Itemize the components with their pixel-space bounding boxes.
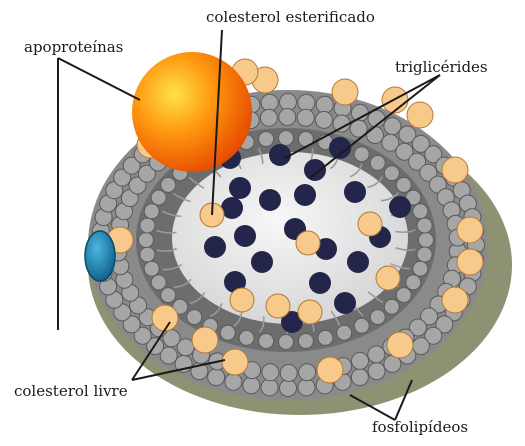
esterified-cholesterol: [298, 300, 322, 324]
triglyceride: [334, 292, 356, 314]
free-cholesterol: [192, 327, 218, 353]
phospholipid-head: [368, 363, 385, 380]
esterified-cholesterol: [376, 266, 400, 290]
phospholipid-head: [151, 190, 166, 205]
triglyceride: [204, 236, 226, 258]
phospholipid-head: [298, 334, 313, 349]
phospholipid-head: [417, 247, 432, 262]
triglyceride: [344, 181, 366, 203]
phospholipid-head: [352, 352, 369, 369]
apoprotein-large: [132, 52, 252, 172]
phospholipid-head: [259, 334, 274, 349]
phospholipid-head: [144, 204, 159, 219]
phospholipid-head: [297, 109, 314, 126]
phospholipid-head: [151, 275, 166, 290]
phospholipid-head: [354, 147, 369, 162]
phospholipid-head: [298, 379, 315, 396]
phospholipid-head: [260, 109, 277, 126]
label-fosfolipidios: fosfolipídeos: [372, 420, 468, 435]
free-cholesterol: [407, 102, 433, 128]
triglyceride: [251, 251, 273, 273]
free-cholesterol: [442, 157, 468, 183]
phospholipid-head: [144, 261, 159, 276]
phospholipid-head: [261, 94, 278, 111]
phospholipid-head: [140, 218, 155, 233]
phospholipid-head: [220, 325, 235, 340]
phospholipid-head: [261, 379, 278, 396]
phospholipid-head: [139, 233, 154, 248]
triglyceride: [304, 159, 326, 181]
free-cholesterol: [457, 249, 483, 275]
triglyceride: [389, 196, 411, 218]
triglyceride: [294, 184, 316, 206]
phospholipid-head: [315, 111, 332, 128]
phospholipid-head: [413, 261, 428, 276]
label-colesterol-esterificado: colesterol esterificado: [206, 10, 375, 25]
phospholipid-head: [337, 325, 352, 340]
triglyceride: [309, 272, 331, 294]
esterified-cholesterol: [230, 288, 254, 312]
phospholipid-head: [396, 288, 411, 303]
phospholipid-head: [140, 247, 155, 262]
esterified-cholesterol: [358, 212, 382, 236]
label-trigliceridos: triglicérides: [395, 60, 488, 75]
phospholipid-head: [368, 346, 385, 363]
free-cholesterol: [152, 305, 178, 331]
phospholipid-head: [318, 330, 333, 345]
esterified-cholesterol: [266, 294, 290, 318]
label-apoproteinas: apoproteínas: [24, 40, 123, 55]
phospholipid-head: [161, 177, 176, 192]
phospholipid-head: [384, 166, 399, 181]
triglyceride: [234, 225, 256, 247]
phospholipid-head: [417, 218, 432, 233]
phospholipid-head: [239, 330, 254, 345]
phospholipid-head: [354, 318, 369, 333]
phospholipid-head: [384, 299, 399, 314]
phospholipid-head: [351, 369, 368, 386]
free-cholesterol: [387, 332, 413, 358]
triglyceride: [229, 177, 251, 199]
phospholipid-head: [208, 369, 225, 386]
phospholipid-head: [279, 109, 296, 126]
phospholipid-head: [396, 177, 411, 192]
phospholipid-head: [367, 127, 384, 144]
phospholipid-head: [187, 310, 202, 325]
apoprotein-small: [85, 231, 115, 281]
phospholipid-head: [259, 132, 274, 147]
phospholipid-head: [370, 310, 385, 325]
triglyceride: [347, 251, 369, 273]
free-cholesterol: [332, 79, 358, 105]
phospholipid-head: [280, 94, 297, 111]
free-cholesterol: [442, 287, 468, 313]
phospholipid-head: [406, 275, 421, 290]
phospholipid-head: [280, 380, 297, 397]
label-colesterol-livre: colesterol livre: [14, 384, 128, 399]
phospholipid-head: [279, 335, 294, 350]
phospholipid-head: [298, 94, 315, 111]
esterified-cholesterol: [296, 231, 320, 255]
triglyceride: [259, 189, 281, 211]
phospholipid-head: [299, 364, 316, 381]
phospholipid-head: [280, 365, 297, 382]
phospholipid-head: [419, 233, 434, 248]
free-cholesterol: [222, 349, 248, 375]
free-cholesterol: [457, 217, 483, 243]
phospholipid-head: [413, 204, 428, 219]
phospholipid-head: [243, 377, 260, 394]
phospholipid-head: [279, 131, 294, 146]
phospholipid-head: [370, 155, 385, 170]
phospholipid-head: [225, 373, 242, 390]
phospholipid-head: [316, 96, 333, 113]
phospholipid-head: [262, 364, 279, 381]
phospholipid-head: [384, 118, 401, 135]
phospholipid-head: [161, 288, 176, 303]
free-cholesterol: [317, 357, 343, 383]
triglyceride: [269, 144, 291, 166]
